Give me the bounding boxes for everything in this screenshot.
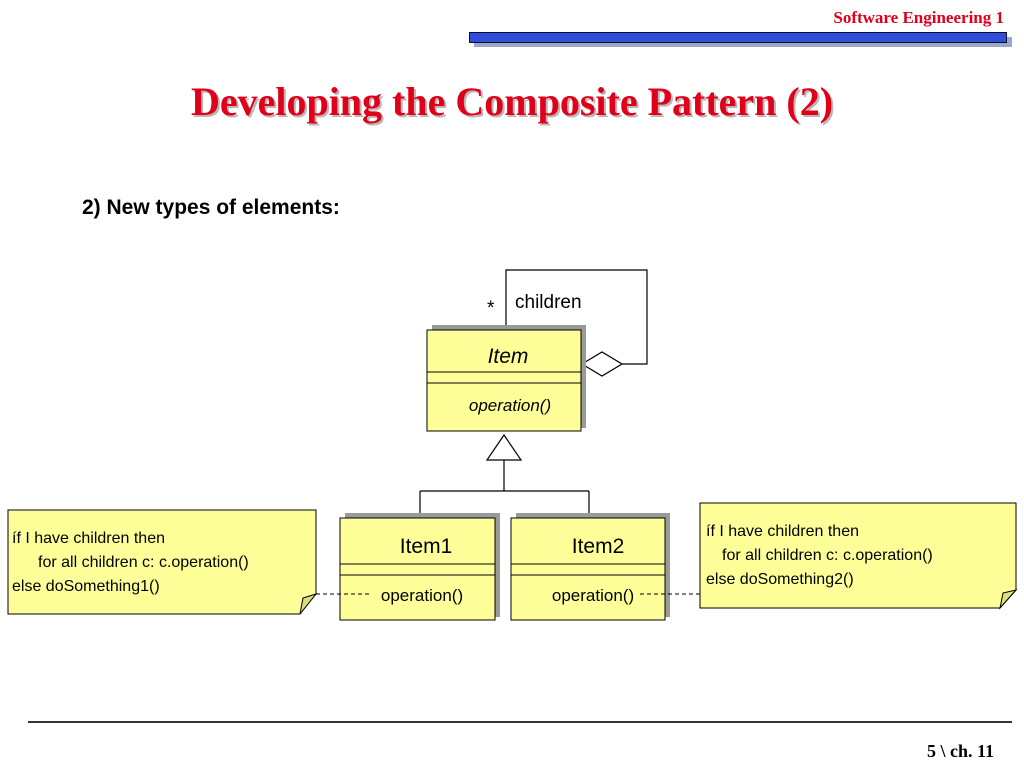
slide-title: Developing the Composite Pattern (2) (190, 79, 834, 124)
item2-operation: operation() (552, 586, 634, 605)
note-left-line2: for all children c: c.operation() (38, 554, 249, 571)
item-class-name: Item (488, 345, 529, 368)
role-label: children (515, 292, 582, 313)
item-class: Item operation() (426, 325, 586, 432)
item-operation: operation() (469, 396, 551, 415)
item1-class: Item1 operation() (339, 513, 500, 621)
item2-class-name: Item2 (572, 535, 625, 558)
item1-class-name: Item1 (400, 535, 453, 558)
item1-operation: operation() (381, 586, 463, 605)
note-left-line3: else doSomething1() (12, 578, 160, 595)
course-label: Software Engineering 1 (833, 8, 1004, 27)
note-right-line1: íf I have children then (706, 523, 859, 540)
note-right: íf I have children then for all children… (699, 502, 1018, 610)
note-left: íf I have children then for all children… (7, 509, 318, 615)
slide-subtitle: 2) New types of elements: (82, 196, 340, 219)
aggregation-line (505, 269, 648, 365)
aggregation-diamond (580, 351, 624, 377)
item2-class: Item2 operation() (510, 513, 670, 621)
note-right-line2: for all children c: c.operation() (722, 547, 933, 564)
inheritance-triangle (485, 433, 523, 461)
multiplicity-label: * (487, 298, 495, 319)
note-right-line3: else doSomething2() (706, 571, 854, 588)
header-bar (469, 32, 1007, 43)
note-left-line1: íf I have children then (12, 530, 165, 547)
footer-divider (28, 721, 1012, 723)
page-number: 5 \ ch. 11 (926, 741, 994, 761)
